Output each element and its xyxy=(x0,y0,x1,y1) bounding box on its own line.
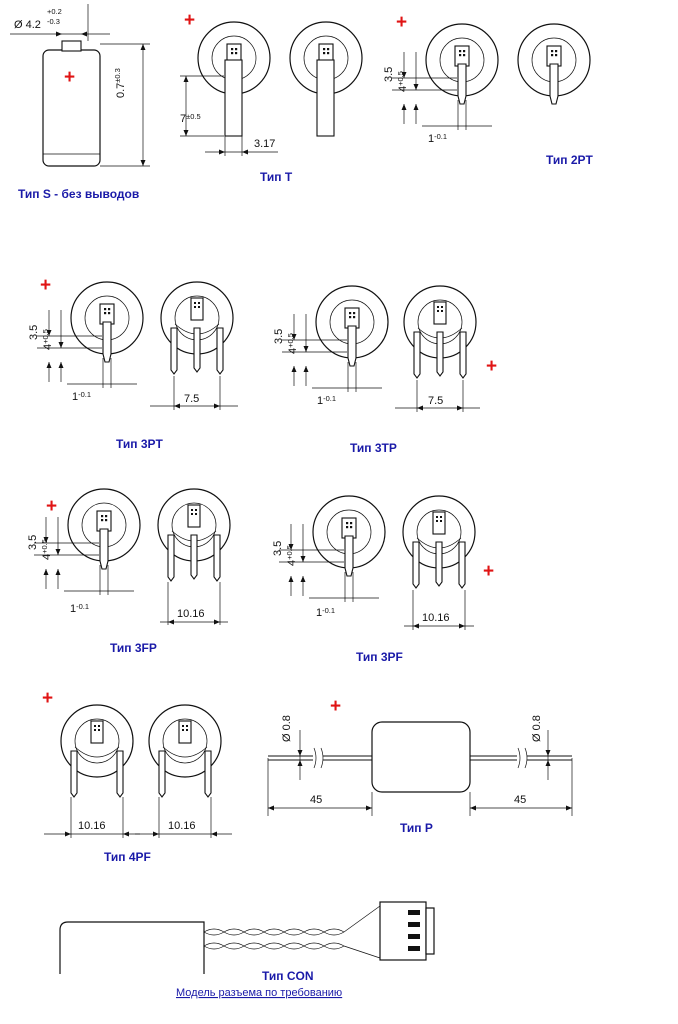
type-s-drawing: Ø 4.2 +0.2 -0.3 0.7±0.3 + xyxy=(10,4,150,167)
type-s-diameter-label: Ø 4.2 xyxy=(14,19,41,31)
type-p-plus-sign: + xyxy=(330,696,341,717)
type-con-drawing xyxy=(59,901,435,974)
type-3pt-height-b: 4+0.5 xyxy=(41,329,54,350)
caption-type-3fp: Тип 3FP xyxy=(110,641,157,655)
type-p-wire-diameter-left: Ø 0.8 xyxy=(281,715,293,742)
type-3tp-plus-sign: + xyxy=(486,356,497,377)
type-3pt-pitch-label: 7.5 xyxy=(184,393,199,405)
type-3fp-pitch-label: 10.16 xyxy=(177,608,205,620)
type-3fp-offset-label: 1-0.1 xyxy=(70,602,89,615)
type-3tp-pitch-label: 7.5 xyxy=(428,395,443,407)
type-3pt-offset-label: 1-0.1 xyxy=(72,390,91,403)
type-3fp-plus-sign: + xyxy=(46,496,57,517)
type-4pf-pitch-left: 10.16 xyxy=(78,820,106,832)
type-3pf-offset-label: 1-0.1 xyxy=(316,606,335,619)
type-3pf-pitch-label: 10.16 xyxy=(422,612,450,624)
type-p-lead-length-right: 45 xyxy=(514,794,526,806)
type-3tp-height-b: 4+0.5 xyxy=(286,333,299,354)
type-3pt-drawing: 7.5 3.5 4+0.5 1-0.1 + xyxy=(28,275,238,410)
type-3fp-height-a: 3.5 xyxy=(27,535,39,550)
caption-type-3pt: Тип 3PT xyxy=(116,437,164,451)
type-3pf-drawing: 10.16 3.5 4+0.5 1-0.1 + xyxy=(272,495,494,630)
type-2pt-height-b: 4+0.5 xyxy=(396,71,409,92)
type-t-length-label: 7±0.5 xyxy=(180,112,201,125)
type-3pf-plus-sign: + xyxy=(483,561,494,582)
type-t-width-label: 3.17 xyxy=(254,138,275,150)
connector-model-link[interactable]: Модель разъема по требованию xyxy=(176,987,342,999)
type-3tp-height-a: 3.5 xyxy=(273,329,285,344)
caption-type-p: Тип P xyxy=(400,821,433,835)
caption-type-4pf: Тип 4PF xyxy=(104,850,151,864)
type-p-drawing: 45 45 Ø 0.8 Ø 0.8 + xyxy=(267,696,573,816)
caption-type-t: Тип T xyxy=(260,170,293,184)
type-2pt-drawing: 3.5 4+0.5 1-0.1 + xyxy=(383,12,591,145)
type-2pt-plus-sign: + xyxy=(396,12,407,33)
caption-type-con: Тип CON xyxy=(262,969,314,983)
type-p-lead-length-left: 45 xyxy=(310,794,322,806)
caption-type-3pf: Тип 3PF xyxy=(356,650,403,664)
type-3tp-offset-label: 1-0.1 xyxy=(317,394,336,407)
type-2pt-height-a: 3.5 xyxy=(383,67,395,82)
type-3pf-height-b: 4+0.5 xyxy=(285,545,298,566)
type-s-diameter-tolerance-top: +0.2 xyxy=(47,7,62,16)
type-t-plus-sign: + xyxy=(184,10,195,31)
caption-type-2pt: Тип 2PT xyxy=(546,153,594,167)
type-s-diameter-tolerance-bottom: -0.3 xyxy=(47,17,60,26)
type-3fp-drawing: 10.16 3.5 4+0.5 1-0.1 + xyxy=(27,488,231,625)
caption-type-s: Тип S - без выводов xyxy=(18,187,139,201)
type-3pt-height-a: 3.5 xyxy=(28,325,40,340)
type-3fp-height-b: 4+0.5 xyxy=(40,539,53,560)
type-s-plus-sign: + xyxy=(64,67,75,88)
type-2pt-offset-label: 1-0.1 xyxy=(428,132,447,145)
type-4pf-pitch-right: 10.16 xyxy=(168,820,196,832)
type-t-drawing: 7±0.5 3.17 + xyxy=(180,10,363,156)
type-4pf-plus-sign: + xyxy=(42,688,53,709)
type-4pf-drawing: 10.16 10.16 + xyxy=(42,688,232,838)
type-s-length-label: 0.7±0.3 xyxy=(113,68,127,98)
type-p-wire-diameter-right: Ø 0.8 xyxy=(531,715,543,742)
type-3pt-plus-sign: + xyxy=(40,275,51,296)
type-3tp-drawing: 7.5 3.5 4+0.5 1-0.1 + xyxy=(273,285,497,412)
caption-type-3tp: Тип 3TP xyxy=(350,441,397,455)
type-3pf-height-a: 3.5 xyxy=(272,541,284,556)
